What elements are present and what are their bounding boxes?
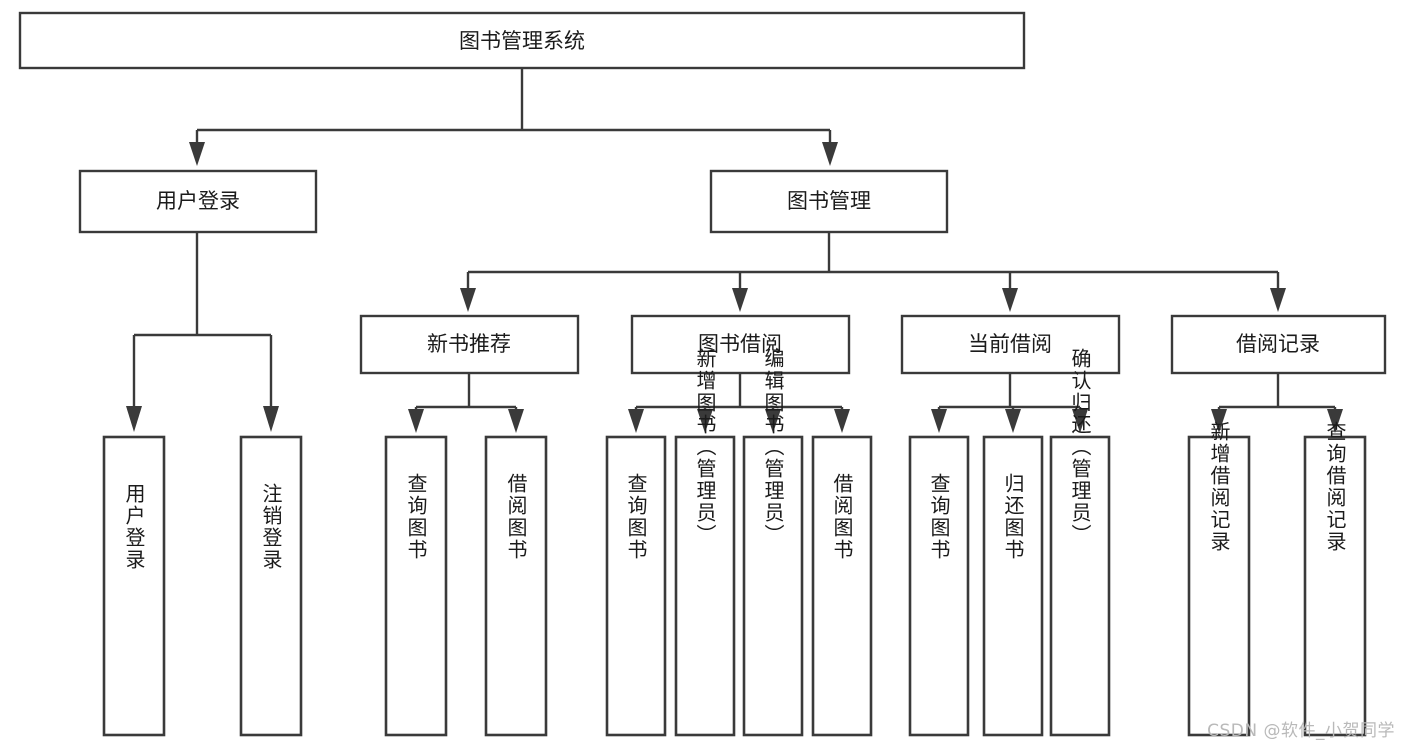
node-borrow-record-label: 借阅记录: [1236, 332, 1320, 356]
leaf-query-book-1-label: 查询图书: [404, 473, 428, 561]
node-new-book-rec-label: 新书推荐: [427, 332, 511, 356]
leaf-borrow-book-2-box[interactable]: [811, 435, 873, 737]
leaf-node-query-book-2[interactable]: 查询图书: [605, 435, 667, 737]
arrowhead-current-borrow: [1002, 288, 1018, 312]
leaf-node-return-book[interactable]: 归还图书: [982, 435, 1044, 737]
node-user-login[interactable]: 用户登录: [78, 169, 318, 234]
leaf-node-edit-book[interactable]: 编辑图书（管理员）: [742, 348, 804, 737]
connector-group-book-borrow: [628, 373, 850, 433]
leaf-user-login-label: 用户登录: [122, 483, 146, 571]
leaf-return-book-label: 归还图书: [1001, 473, 1025, 561]
leaf-user-logout-label: 注销登录: [259, 483, 283, 571]
arrowhead-leaf-add-book: [697, 409, 713, 433]
leaf-node-borrow-book-1[interactable]: 借阅图书: [484, 435, 548, 737]
arrowhead-leaf-user-login: [126, 406, 142, 432]
leaf-node-user-login[interactable]: 用户登录: [102, 435, 166, 737]
leaf-add-record-label: 新增借阅记录: [1207, 421, 1231, 553]
leaf-query-book-1-box[interactable]: [384, 435, 448, 737]
leaf-node-add-book[interactable]: 新增图书（管理员）: [674, 348, 736, 737]
arrowhead-leaf-query-book-2: [628, 409, 644, 433]
leaf-node-user-logout[interactable]: 注销登录: [239, 435, 303, 737]
arrowhead-leaf-add-record: [1211, 409, 1227, 433]
leaf-node-confirm-return[interactable]: 确认归还（管理员）: [1049, 348, 1111, 737]
arrowhead-leaf-borrow-book-2: [834, 409, 850, 433]
node-book-manage[interactable]: 图书管理: [709, 169, 949, 234]
leaf-query-record-label: 查询借阅记录: [1323, 421, 1347, 553]
node-book-borrow-box[interactable]: [630, 314, 851, 375]
node-user-login-box[interactable]: [78, 169, 318, 234]
leaf-borrow-book-1-box[interactable]: [484, 435, 548, 737]
arrowhead-leaf-query-book-1: [408, 409, 424, 433]
arrowhead-borrow-record: [1270, 288, 1286, 312]
arrowhead-leaf-edit-book: [765, 409, 781, 433]
arrowhead-leaf-confirm-return: [1072, 409, 1088, 433]
arrowhead-leaf-query-record: [1327, 409, 1343, 433]
leaf-add-record-box[interactable]: [1187, 435, 1251, 737]
arrowhead-book-borrow: [732, 288, 748, 312]
node-root-label: 图书管理系统: [459, 29, 585, 53]
node-book-manage-label: 图书管理: [787, 189, 871, 213]
node-user-login-label: 用户登录: [156, 189, 240, 213]
arrowhead-leaf-user-logout: [263, 406, 279, 432]
leaf-node-query-book-1[interactable]: 查询图书: [384, 435, 448, 737]
connector-group-user-login: [126, 232, 279, 432]
leaf-query-book-3-box[interactable]: [908, 435, 970, 737]
node-root-box[interactable]: [18, 11, 1026, 70]
leaf-user-logout-box[interactable]: [239, 435, 303, 737]
node-root[interactable]: 图书管理系统: [18, 11, 1026, 70]
node-borrow-record[interactable]: 借阅记录: [1170, 314, 1387, 375]
leaf-add-book-box[interactable]: [674, 435, 736, 737]
node-book-manage-box[interactable]: [709, 169, 949, 234]
leaf-node-add-record[interactable]: 新增借阅记录: [1187, 421, 1251, 737]
arrowhead-book-manage: [822, 142, 838, 166]
node-current-borrow-label: 当前借阅: [968, 332, 1052, 356]
node-book-borrow-label: 图书借阅: [698, 332, 782, 356]
leaf-borrow-book-2-label: 借阅图书: [830, 473, 854, 561]
arrowhead-leaf-query-book-3: [931, 409, 947, 433]
connector-group-borrow-record: [1211, 373, 1343, 433]
leaf-user-login-box[interactable]: [102, 435, 166, 737]
connector-group-new-book-rec: [408, 373, 524, 433]
node-new-book-rec-box[interactable]: [359, 314, 580, 375]
leaf-confirm-return-box[interactable]: [1049, 435, 1111, 737]
connector-group-current-borrow: [931, 373, 1088, 433]
leaf-confirm-return-label: 确认归还（管理员）: [1068, 348, 1092, 546]
node-current-borrow[interactable]: 当前借阅: [900, 314, 1121, 375]
connector-group-book-manage: [460, 232, 1286, 312]
leaf-borrow-book-1-label: 借阅图书: [504, 473, 528, 561]
leaf-query-book-3-label: 查询图书: [927, 473, 951, 561]
leaf-edit-book-label: 编辑图书（管理员）: [761, 348, 785, 546]
arrowhead-new-book-rec: [460, 288, 476, 312]
leaf-query-book-2-label: 查询图书: [624, 473, 648, 561]
leaf-node-query-book-3[interactable]: 查询图书: [908, 435, 970, 737]
arrowhead-leaf-borrow-book-1: [508, 409, 524, 433]
arrowhead-user-login: [189, 142, 205, 166]
node-borrow-record-box[interactable]: [1170, 314, 1387, 375]
arrowhead-leaf-return-book: [1005, 409, 1021, 433]
connector-group-root: [189, 68, 838, 166]
node-new-book-rec[interactable]: 新书推荐: [359, 314, 580, 375]
leaf-query-record-box[interactable]: [1303, 435, 1367, 737]
leaf-add-book-label: 新增图书（管理员）: [693, 348, 717, 546]
leaf-query-book-2-box[interactable]: [605, 435, 667, 737]
node-book-borrow[interactable]: 图书借阅: [630, 314, 851, 375]
leaf-return-book-box[interactable]: [982, 435, 1044, 737]
leaf-node-query-record[interactable]: 查询借阅记录: [1303, 421, 1367, 737]
node-current-borrow-box[interactable]: [900, 314, 1121, 375]
leaf-node-borrow-book-2[interactable]: 借阅图书: [811, 435, 873, 737]
leaf-edit-book-box[interactable]: [742, 435, 804, 737]
